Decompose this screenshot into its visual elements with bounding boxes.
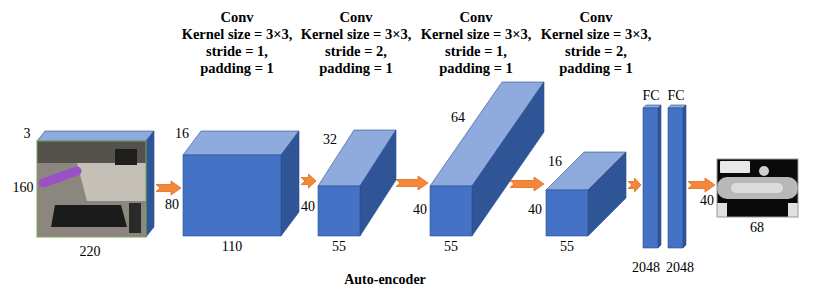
conv-parameters: Kernel size = 3×3, stride = 2, padding =…: [299, 26, 413, 77]
cuboid-shape: [430, 82, 544, 236]
cuboid-front-face: [430, 186, 472, 236]
cuboid-side-face: [588, 152, 626, 236]
dimension-label: 220: [80, 244, 101, 260]
photo-object: [115, 149, 137, 165]
cuboid-shape: [37, 131, 154, 237]
layer-type: Conv: [459, 9, 492, 26]
feature-map-block: 324055: [318, 130, 396, 236]
input-photo: [37, 141, 146, 237]
cuboid-front-face: [668, 108, 683, 248]
layer-name: FC: [642, 88, 659, 104]
dimension-label: 80: [165, 197, 179, 213]
cuboid-top-face: [37, 131, 154, 141]
output-ground: [717, 159, 798, 217]
dimension-label: 3: [24, 126, 31, 142]
output-image: 4068: [717, 159, 798, 217]
output-spot: [759, 166, 769, 176]
dimension-label: 2048: [666, 260, 694, 276]
dimension-label: 55: [332, 239, 346, 255]
layer-type: Conv: [579, 9, 612, 26]
photo-keyboard: [51, 205, 127, 227]
flow-arrow: [688, 178, 715, 192]
conv-parameters: Kernel size = 3×3, stride = 1, padding =…: [419, 26, 533, 77]
dimension-label: 40: [413, 202, 427, 218]
photo-desk: [77, 163, 146, 201]
dimension-label: 2048: [632, 260, 660, 276]
cuboid-side-face: [683, 105, 686, 248]
cuboid-front-face: [546, 190, 588, 236]
output-image: [717, 159, 798, 217]
output-frame: [717, 159, 798, 217]
cuboid-side-face: [146, 131, 154, 237]
input-image: 3160220: [37, 131, 154, 237]
conv-parameters: Kernel size = 3×3, stride = 2, padding =…: [539, 26, 653, 77]
dimension-label: 110: [222, 239, 242, 255]
cuboid-side-face: [281, 131, 299, 236]
feature-map-block: 644055: [430, 82, 544, 236]
layer-type: Conv: [220, 9, 253, 26]
dimension-label: 68: [750, 220, 764, 236]
cuboid-front-face: [183, 155, 281, 236]
flow-arrow: [156, 181, 181, 195]
cuboid-shape: [717, 159, 798, 217]
cuboid-shape: [668, 105, 686, 248]
cuboid-shape: [183, 131, 299, 236]
cuboid-front-face: [643, 108, 658, 248]
cuboid-front-face: [318, 186, 360, 236]
feature-map-block: 164055: [546, 152, 626, 236]
output-band-core: [731, 183, 783, 193]
output-corner: [788, 203, 798, 217]
photo-frame: [37, 141, 146, 237]
cuboid-shape: [643, 105, 661, 248]
flow-arrow: [510, 177, 544, 191]
photo-stand: [129, 203, 141, 233]
dimension-label: 32: [323, 132, 337, 148]
cuboid-side-face: [360, 130, 396, 236]
dimension-label: 40: [528, 202, 542, 218]
dimension-label: 64: [451, 110, 465, 126]
dimension-label: 16: [548, 154, 562, 170]
output-corner: [717, 203, 727, 217]
feature-map-block: 1680110: [183, 131, 299, 236]
dimension-label: 40: [700, 193, 714, 209]
dimension-label: 55: [444, 239, 458, 255]
flow-arrow: [396, 176, 428, 190]
dimension-label: 55: [560, 239, 574, 255]
figure-caption: Auto-encoder: [344, 272, 426, 288]
fc-layer: FC2048: [668, 105, 686, 248]
output-patch: [720, 161, 750, 173]
photo-ground: [37, 141, 146, 237]
output-band: [717, 177, 798, 199]
photo-arm: [43, 171, 77, 183]
dimension-label: 160: [13, 180, 34, 196]
fc-layer: FC2048: [643, 105, 661, 248]
dimension-label: 16: [175, 126, 189, 142]
layer-name: FC: [667, 88, 684, 104]
layer-type: Conv: [339, 9, 372, 26]
cuboid-side-face: [472, 82, 544, 236]
flow-arrow: [628, 178, 641, 192]
flow-arrow: [301, 174, 316, 188]
dimension-label: 40: [301, 199, 315, 215]
conv-parameters: Kernel size = 3×3, stride = 1, padding =…: [180, 26, 294, 77]
cuboid-side-face: [658, 105, 661, 248]
cuboid-top-face: [183, 131, 299, 155]
